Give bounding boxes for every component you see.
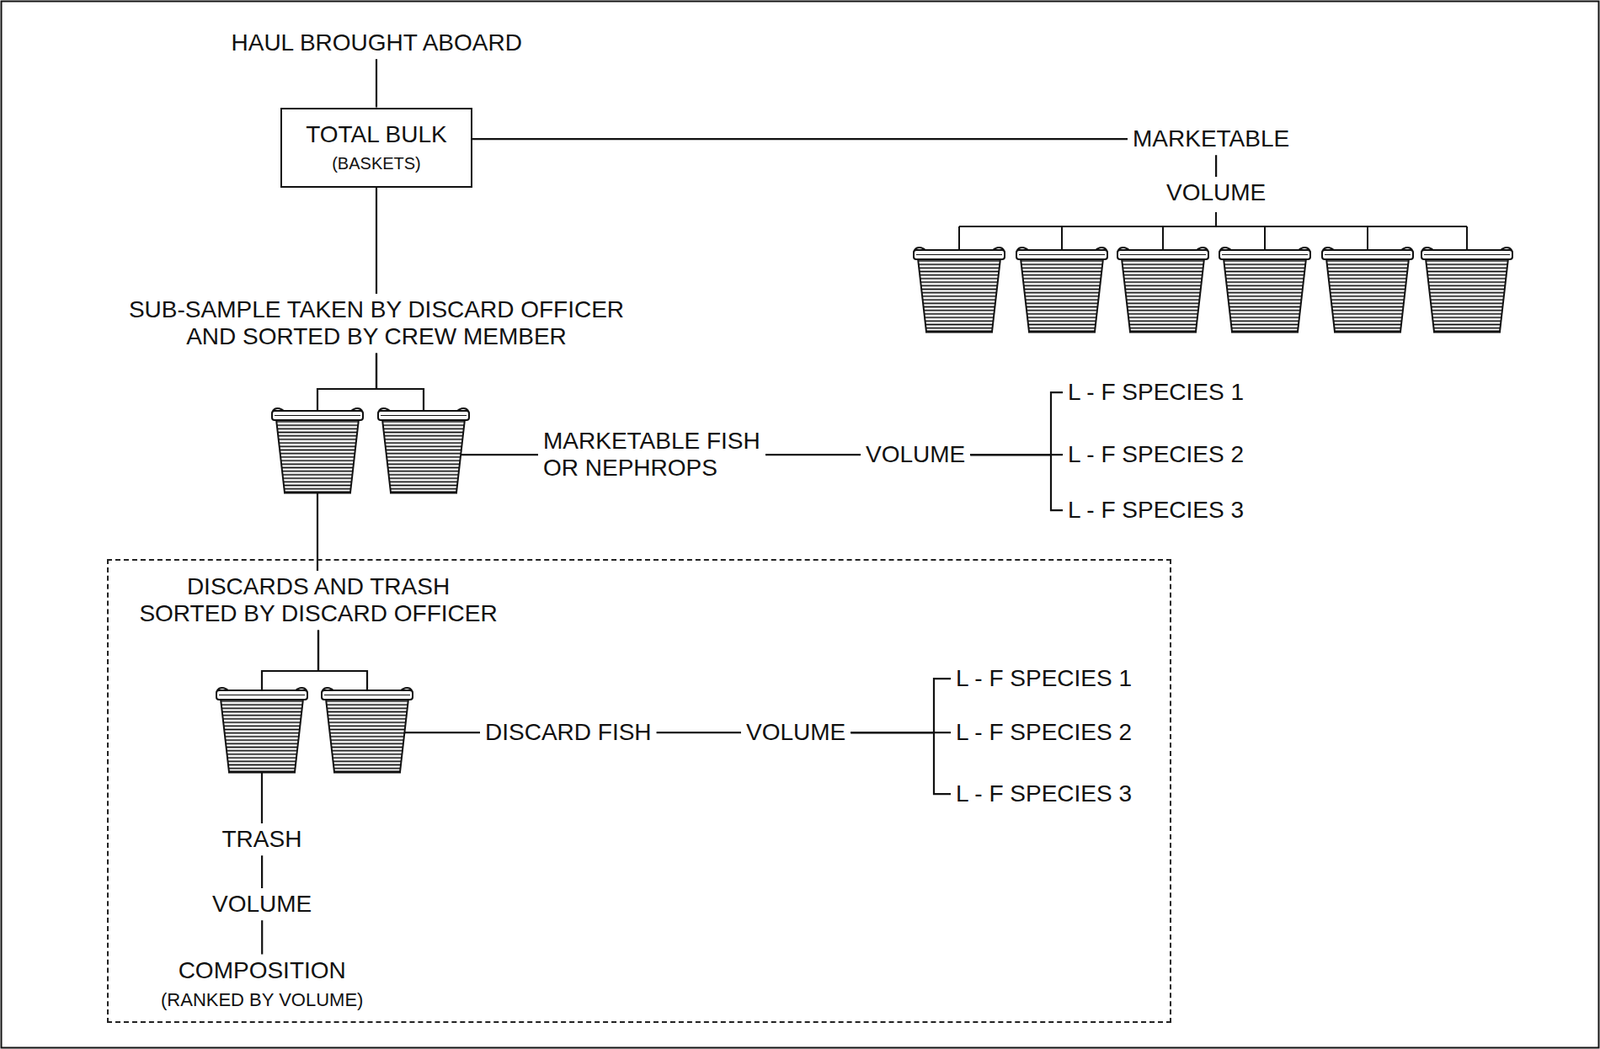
node-text: DISCARDS AND TRASH SORTED BY DISCARD OFF… <box>133 570 503 630</box>
flow-label: HAUL BROUGHT ABOARD <box>226 26 528 59</box>
basket-icon <box>378 408 470 493</box>
flow-label: MARKETABLE FISH OR NEPHROPS <box>538 425 766 485</box>
flow-label: COMPOSITION(RANKED BY VOLUME) <box>155 954 368 1014</box>
node-text: VOLUME <box>860 438 971 471</box>
node-text: MARKETABLE FISH OR NEPHROPS <box>538 425 766 485</box>
node-text: L - F SPECIES 3 <box>1062 494 1249 527</box>
flow-label: SUB-SAMPLE TAKEN BY DISCARD OFFICER AND … <box>110 293 643 353</box>
basket-icon <box>1016 247 1108 332</box>
node-text: MARKETABLE <box>1127 122 1295 155</box>
basket-icon <box>1322 247 1414 332</box>
node-text: VOLUME <box>741 716 851 749</box>
flow-label: TRASH <box>217 823 308 856</box>
connector-line <box>1215 154 1217 177</box>
basket-icon <box>321 688 413 773</box>
connector-line <box>765 453 861 456</box>
node-text: L - F SPECIES 3 <box>950 778 1137 811</box>
species-label: L - F SPECIES 1 <box>1062 376 1249 409</box>
process-box: TOTAL BULK(BASKETS) <box>280 107 473 188</box>
species-label: L - F SPECIES 2 <box>950 716 1137 749</box>
flow-label: VOLUME <box>207 888 317 921</box>
node-text: L - F SPECIES 2 <box>950 716 1137 749</box>
connector-line <box>850 732 951 795</box>
basket-icon <box>1421 247 1513 332</box>
node-text: DISCARD FISH <box>480 716 657 749</box>
node-text: VOLUME <box>1161 176 1271 209</box>
node-text: TOTAL BULK <box>300 118 453 151</box>
basket-icon <box>913 247 1005 332</box>
connector-line <box>970 454 1063 511</box>
basket-icon <box>216 688 308 773</box>
connector-line <box>472 138 1128 140</box>
node-text: L - F SPECIES 1 <box>950 662 1137 695</box>
node-text: SUB-SAMPLE TAKEN BY DISCARD OFFICER AND … <box>110 293 643 353</box>
bracket-line <box>959 212 1467 251</box>
node-text: HAUL BROUGHT ABOARD <box>226 26 528 59</box>
node-text: (BASKETS) <box>326 151 427 176</box>
species-label: L - F SPECIES 3 <box>950 778 1137 811</box>
node-text: TRASH <box>217 823 308 856</box>
species-label: L - F SPECIES 3 <box>1062 494 1249 527</box>
flow-label: VOLUME <box>741 716 851 749</box>
connector-line <box>261 855 263 889</box>
flow-label: MARKETABLE <box>1127 122 1295 155</box>
dashed-region: DISCARDS AND TRASH SORTED BY DISCARD OFF… <box>106 559 1172 1024</box>
flow-label: VOLUME <box>1161 176 1271 209</box>
connector-line <box>375 187 378 295</box>
connector-line <box>261 920 263 955</box>
basket-icon <box>1219 247 1311 332</box>
node-text: L - F SPECIES 1 <box>1062 376 1249 409</box>
basket-icon <box>272 408 363 493</box>
node-text: (RANKED BY VOLUME) <box>155 986 368 1014</box>
node-text: L - F SPECIES 2 <box>1062 438 1249 471</box>
node-text: VOLUME <box>207 888 317 921</box>
species-label: L - F SPECIES 1 <box>950 662 1137 695</box>
connector-line <box>656 731 742 734</box>
connector-line <box>970 392 1063 455</box>
basket-icon <box>1117 247 1209 332</box>
connector-line <box>850 678 951 733</box>
species-label: L - F SPECIES 2 <box>1062 438 1249 471</box>
connector-line <box>375 58 378 107</box>
node-text: COMPOSITION <box>155 954 368 987</box>
flow-label: DISCARD FISH <box>480 716 657 749</box>
flow-label: VOLUME <box>860 438 971 471</box>
